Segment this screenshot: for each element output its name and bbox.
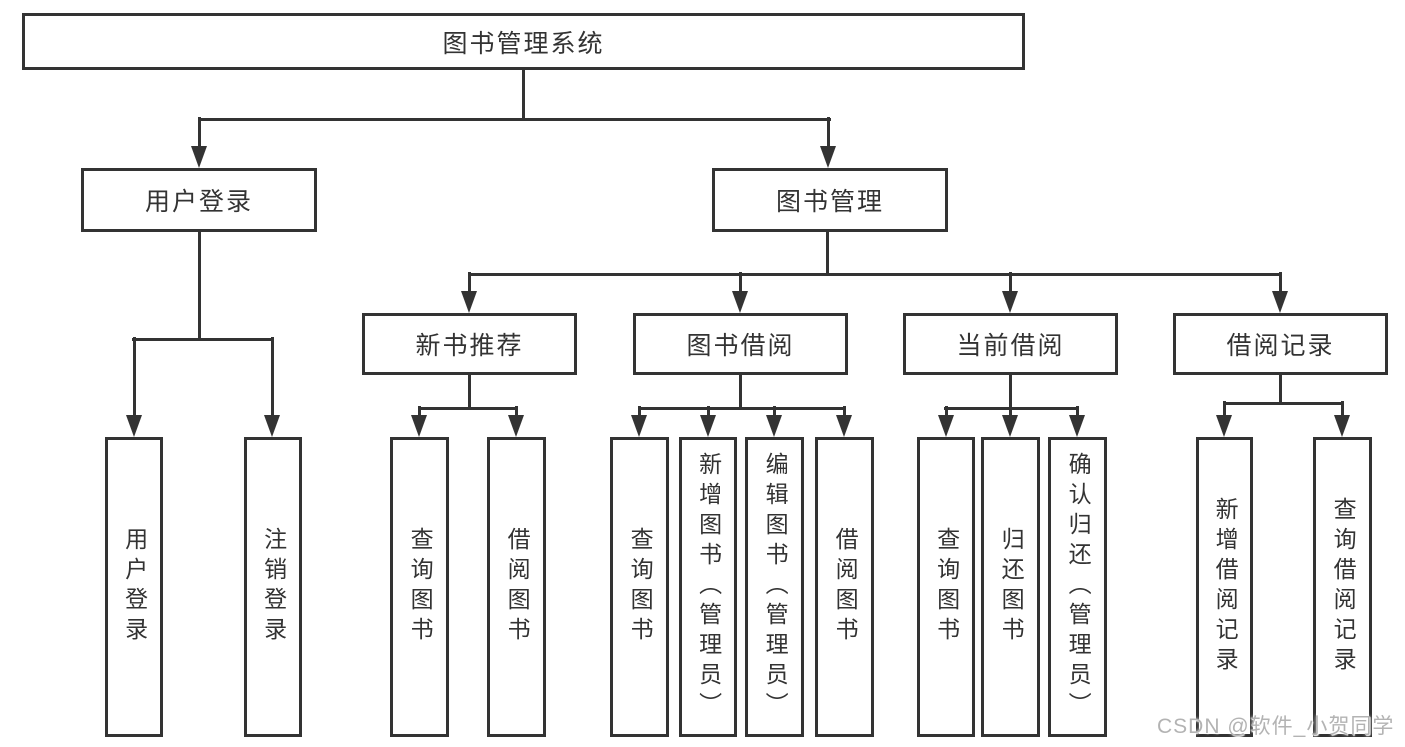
leaf-label: 确认归还（管理员）: [1065, 452, 1092, 722]
leaf-label: 新增图书（管理员）: [695, 452, 722, 722]
node-book-borrow: 图书借阅: [633, 313, 848, 375]
connector-root-trunk: [522, 70, 525, 121]
connector-book-management-trunk: [826, 232, 829, 276]
arrow-to-book-borrow: [732, 272, 748, 313]
connector-user-login-trunk: [198, 232, 201, 341]
arrow-to-leaf-logout: [264, 337, 280, 437]
node-label: 借阅记录: [1226, 332, 1335, 360]
leaf-label: 查询图书: [407, 527, 434, 647]
leaf-bb-add-books-admin: 新增图书（管理员）: [679, 437, 737, 737]
arrow-to-leaf-user-login: [126, 337, 142, 437]
connector-borrow-records-rail: [1223, 402, 1344, 405]
leaf-label: 归还图书: [998, 527, 1025, 647]
leaf-label: 用户登录: [121, 527, 148, 647]
leaf-nb-borrow-books: 借阅图书: [487, 437, 546, 737]
arrow-to-rec-query: [1334, 401, 1350, 437]
csdn-watermark: CSDN @软件_小贺同学: [1157, 715, 1395, 738]
leaf-label: 查询图书: [933, 527, 960, 647]
node-label: 图书借阅: [686, 332, 795, 360]
connector-level2-rail: [198, 118, 831, 121]
arrow-to-bb-add: [700, 406, 716, 437]
leaf-nb-query-books: 查询图书: [390, 437, 449, 737]
arrow-to-rec-add: [1216, 401, 1232, 437]
leaf-rec-add-borrow-record: 新增借阅记录: [1196, 437, 1253, 737]
leaf-bb-edit-books-admin: 编辑图书（管理员）: [745, 437, 804, 737]
connector-borrow-records-trunk: [1279, 375, 1282, 405]
node-label: 当前借阅: [956, 332, 1065, 360]
connector-level3-rail: [468, 273, 1282, 276]
arrow-to-book-management: [820, 117, 836, 168]
arrow-to-bb-edit: [766, 406, 782, 437]
arrow-to-cb-return: [1002, 406, 1018, 437]
connector-current-borrow-rail: [944, 407, 1079, 410]
arrow-to-current-borrow: [1002, 272, 1018, 313]
node-label: 图书管理系统: [442, 29, 605, 58]
node-new-book-recommend: 新书推荐: [362, 313, 577, 375]
arrow-to-new-book-recommend: [461, 272, 477, 313]
node-user-login: 用户登录: [81, 168, 317, 232]
arrow-to-cb-confirm: [1069, 406, 1085, 437]
node-library-management-system: 图书管理系统: [22, 13, 1025, 70]
leaf-cb-confirm-return-admin: 确认归还（管理员）: [1048, 437, 1107, 737]
leaf-label: 新增借阅记录: [1212, 497, 1239, 677]
leaf-rec-query-borrow-record: 查询借阅记录: [1313, 437, 1372, 737]
node-current-borrow: 当前借阅: [903, 313, 1118, 375]
leaf-label: 查询图书: [627, 527, 654, 647]
leaf-bb-query-books: 查询图书: [610, 437, 669, 737]
leaf-label: 查询借阅记录: [1330, 497, 1357, 677]
connector-user-login-rail: [132, 338, 274, 341]
leaf-logout: 注销登录: [244, 437, 302, 737]
connector-new-book-trunk: [468, 375, 471, 410]
arrow-to-nb-borrow: [508, 406, 524, 437]
leaf-cb-return-books: 归还图书: [981, 437, 1040, 737]
arrow-to-bb-query: [631, 406, 647, 437]
arrow-to-borrow-records: [1272, 272, 1288, 313]
node-book-management: 图书管理: [712, 168, 948, 232]
node-label: 用户登录: [144, 188, 253, 216]
connector-new-book-rail: [418, 407, 518, 410]
connector-current-borrow-trunk: [1009, 375, 1012, 410]
arrow-to-bb-borrow: [836, 406, 852, 437]
leaf-cb-query-books: 查询图书: [917, 437, 975, 737]
leaf-label: 借阅图书: [832, 527, 859, 647]
node-borrow-records: 借阅记录: [1173, 313, 1388, 375]
connector-book-borrow-trunk: [739, 375, 742, 410]
leaf-label: 注销登录: [260, 527, 287, 647]
leaf-label: 编辑图书（管理员）: [762, 452, 789, 722]
arrow-to-nb-query: [411, 406, 427, 437]
connector-book-borrow-rail: [638, 407, 846, 410]
leaf-user-login: 用户登录: [105, 437, 163, 737]
leaf-bb-borrow-books: 借阅图书: [815, 437, 874, 737]
leaf-label: 借阅图书: [504, 527, 531, 647]
arrow-to-cb-query: [938, 406, 954, 437]
arrow-to-user-login: [191, 117, 207, 168]
node-label: 新书推荐: [415, 332, 524, 360]
node-label: 图书管理: [775, 188, 884, 216]
